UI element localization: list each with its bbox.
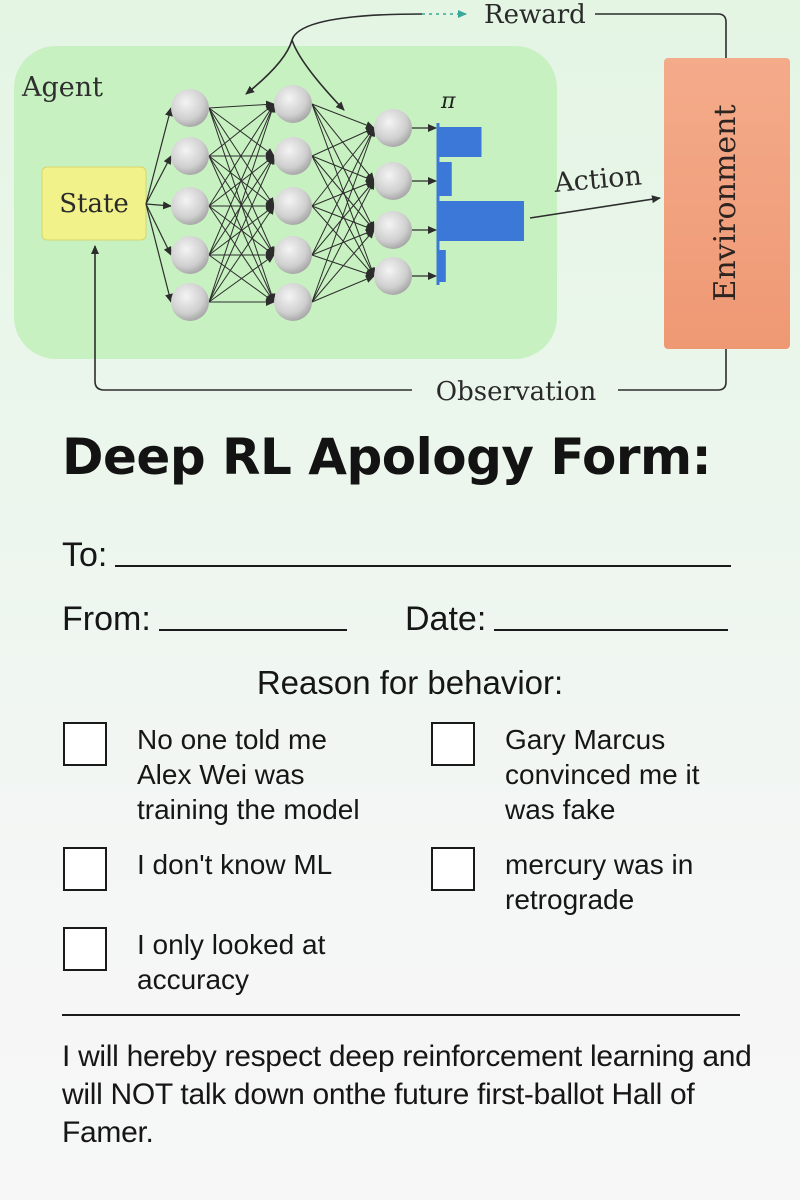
reason-checkbox[interactable] xyxy=(63,722,107,766)
policy-bar xyxy=(439,127,482,157)
date-line[interactable] xyxy=(494,628,729,631)
network-node xyxy=(374,257,412,295)
action-arrow xyxy=(529,195,661,219)
network-edge xyxy=(311,127,375,207)
action-label: Action xyxy=(552,160,643,199)
reward-arrow-right xyxy=(291,39,345,111)
network-edge xyxy=(311,127,376,303)
network-node xyxy=(374,162,412,200)
network-node xyxy=(374,109,412,147)
reason-option-label: Gary Marcus convinced me it was fake xyxy=(505,724,700,825)
policy-distribution xyxy=(439,127,524,282)
network-edge xyxy=(311,103,376,277)
reward-label: Reward xyxy=(484,0,586,30)
to-field[interactable]: To: xyxy=(62,536,732,575)
agent-label: Agent xyxy=(21,72,103,103)
reward-loop xyxy=(595,13,727,58)
from-label: From: xyxy=(62,600,151,638)
network-node xyxy=(171,283,209,321)
form-title: Deep RL Apology Form: xyxy=(62,428,712,486)
network-edge xyxy=(208,155,275,207)
network-node xyxy=(171,89,209,127)
signature-divider xyxy=(62,1014,740,1016)
network-edge xyxy=(208,103,276,303)
state-label: State xyxy=(59,189,129,219)
network-edge xyxy=(208,155,275,256)
network-edge xyxy=(311,155,375,182)
network-edge xyxy=(311,229,375,303)
network-edge xyxy=(208,103,275,157)
pledge-text: I will hereby respect deep reinforcement… xyxy=(62,1040,752,1149)
policy-symbol: π xyxy=(440,89,456,114)
network-edge xyxy=(311,180,375,303)
date-label: Date: xyxy=(405,600,487,638)
input-edge xyxy=(145,201,172,210)
input-edge xyxy=(145,203,173,303)
network-edge xyxy=(208,100,275,109)
network-edge xyxy=(311,127,375,157)
reason-checkbox[interactable] xyxy=(63,847,107,891)
observation-loop-left xyxy=(91,245,412,391)
reason-option-label: I don't know ML xyxy=(137,849,333,880)
network-node xyxy=(274,137,312,175)
reason-checkbox[interactable] xyxy=(63,927,107,971)
policy-bar xyxy=(439,250,446,282)
network-edge xyxy=(208,254,275,303)
to-label: To: xyxy=(62,536,108,574)
input-edge xyxy=(145,155,172,205)
reason-option[interactable]: I don't know ML xyxy=(63,847,332,891)
network-edge xyxy=(208,103,275,256)
environment-label: Environment xyxy=(708,104,743,301)
environment-box xyxy=(664,58,790,349)
network-edge xyxy=(208,107,275,207)
input-edge xyxy=(145,203,172,256)
date-field[interactable]: Date: xyxy=(405,600,729,639)
network-edge xyxy=(311,127,375,256)
reason-option-label: No one told me Alex Wei was training the… xyxy=(137,724,360,825)
network-node xyxy=(274,283,312,321)
network-edge xyxy=(311,275,375,303)
network-node xyxy=(171,137,209,175)
reward-arrow-left xyxy=(245,13,423,95)
observation-label: Observation xyxy=(436,377,597,407)
rl-diagram: Agent State π Action Environment Reward … xyxy=(14,0,790,407)
network-edge xyxy=(208,205,275,303)
reason-option-label: mercury was in retrograde xyxy=(505,849,694,915)
reason-option[interactable]: No one told me Alex Wei was training the… xyxy=(63,722,360,827)
observation-loop-right xyxy=(618,349,727,391)
neural-network xyxy=(145,85,437,321)
network-node xyxy=(274,187,312,225)
reason-option[interactable]: Gary Marcus convinced me it was fake xyxy=(431,722,700,827)
reason-heading: Reason for behavior: xyxy=(256,664,564,701)
network-edge xyxy=(208,205,275,256)
from-line[interactable] xyxy=(158,628,347,631)
network-node xyxy=(374,211,412,249)
network-node xyxy=(274,236,312,274)
reason-checkbox[interactable] xyxy=(431,722,475,766)
to-line[interactable] xyxy=(115,564,732,567)
network-edge xyxy=(311,180,375,207)
reason-checkbox[interactable] xyxy=(431,847,475,891)
reason-option[interactable]: mercury was in retrograde xyxy=(431,847,693,917)
network-edge xyxy=(311,103,375,129)
reason-option-label: I only looked at accuracy xyxy=(137,929,326,995)
input-edge xyxy=(145,107,173,205)
network-node xyxy=(171,236,209,274)
network-edge xyxy=(208,103,275,207)
network-edge xyxy=(208,155,275,303)
from-field[interactable]: From: xyxy=(62,600,347,639)
policy-bar xyxy=(439,162,452,196)
network-edge xyxy=(311,180,375,256)
network-node xyxy=(274,85,312,123)
policy-bar xyxy=(439,201,524,241)
network-node xyxy=(171,187,209,225)
network-edge xyxy=(208,107,275,157)
reason-option[interactable]: I only looked at accuracy xyxy=(63,927,325,997)
